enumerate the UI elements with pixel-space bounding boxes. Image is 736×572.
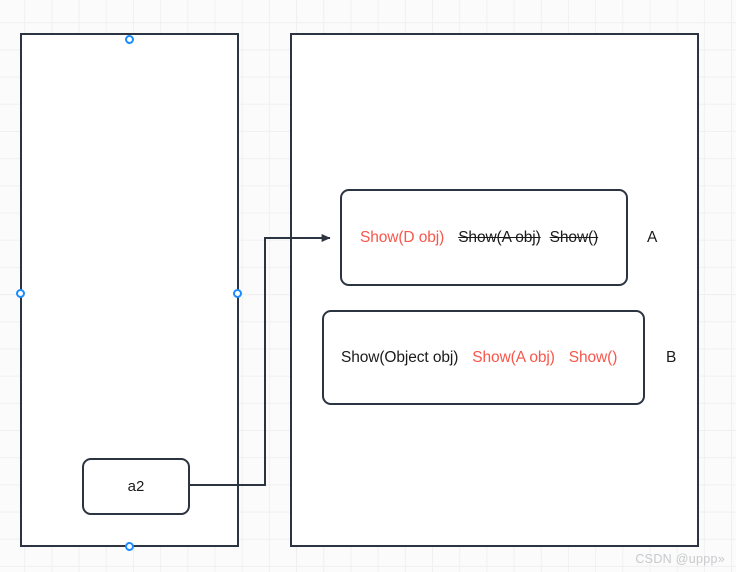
selection-handle-right[interactable] [232, 288, 242, 298]
signature-show-a-obj-deprecated: Show(A obj) [458, 228, 541, 246]
signature-show-object-obj: Show(Object obj) [341, 348, 459, 366]
node-box-a2[interactable]: a2 [82, 458, 190, 515]
right-container-box[interactable] [290, 33, 699, 547]
method-box-a-signatures: Show(D obj) Show(A obj) Show() [342, 229, 598, 247]
selection-handle-top[interactable] [124, 34, 134, 44]
selection-handle-left[interactable] [15, 288, 25, 298]
signature-show-empty: Show() [568, 348, 618, 366]
selection-handle-bottom[interactable] [124, 541, 134, 551]
method-box-b[interactable]: Show(Object obj) Show(A obj) Show() [322, 310, 645, 405]
signature-show-empty-deprecated: Show() [549, 228, 599, 246]
class-label-b: B [666, 349, 677, 366]
class-label-a: A [647, 229, 658, 246]
signature-show-a-obj: Show(A obj) [472, 348, 555, 366]
method-box-b-signatures: Show(Object obj) Show(A obj) Show() [324, 349, 617, 367]
watermark-text: CSDN @uppp» [635, 552, 725, 566]
method-box-a[interactable]: Show(D obj) Show(A obj) Show() [340, 189, 628, 286]
node-a2-label: a2 [127, 478, 145, 495]
signature-show-d-obj: Show(D obj) [360, 228, 445, 246]
